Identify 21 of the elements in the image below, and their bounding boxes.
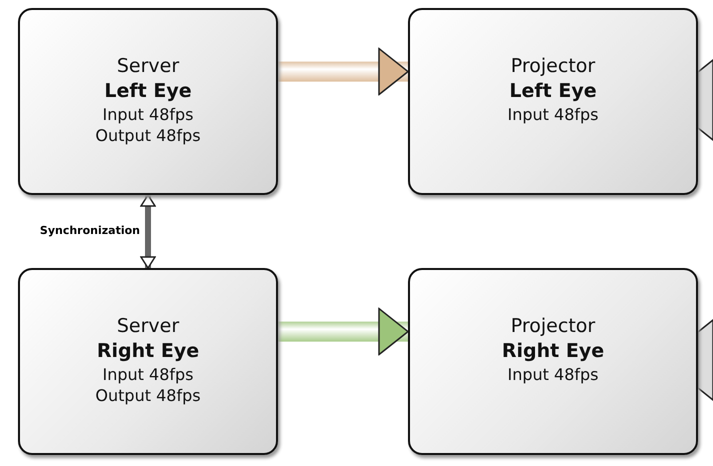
box-text: Input 48fps [508, 364, 598, 385]
process-box [18, 268, 278, 455]
box-title: Projector [510, 54, 596, 79]
box-text: Input 48fps [102, 104, 194, 125]
process-box [18, 8, 278, 195]
process-box [408, 268, 698, 455]
box-text: Input 48fps [508, 104, 598, 125]
box-title: Server [116, 314, 180, 339]
box-text: Output 48fps [95, 385, 201, 406]
box-subtitle: Right Eye [502, 339, 604, 364]
double-arrow [140, 194, 156, 269]
box-text: Input 48fps [102, 364, 194, 385]
box-subtitle: Right Eye [96, 339, 200, 364]
box-subtitle: Left Eye [509, 79, 597, 104]
process-box [408, 8, 698, 195]
edge-label: Synchronization [40, 224, 140, 236]
block-arrow [278, 48, 409, 96]
box-subtitle: Left Eye [104, 79, 192, 104]
box-title: Server [116, 54, 180, 79]
box-title: Projector [510, 314, 596, 339]
box-text: Output 48fps [95, 125, 201, 146]
